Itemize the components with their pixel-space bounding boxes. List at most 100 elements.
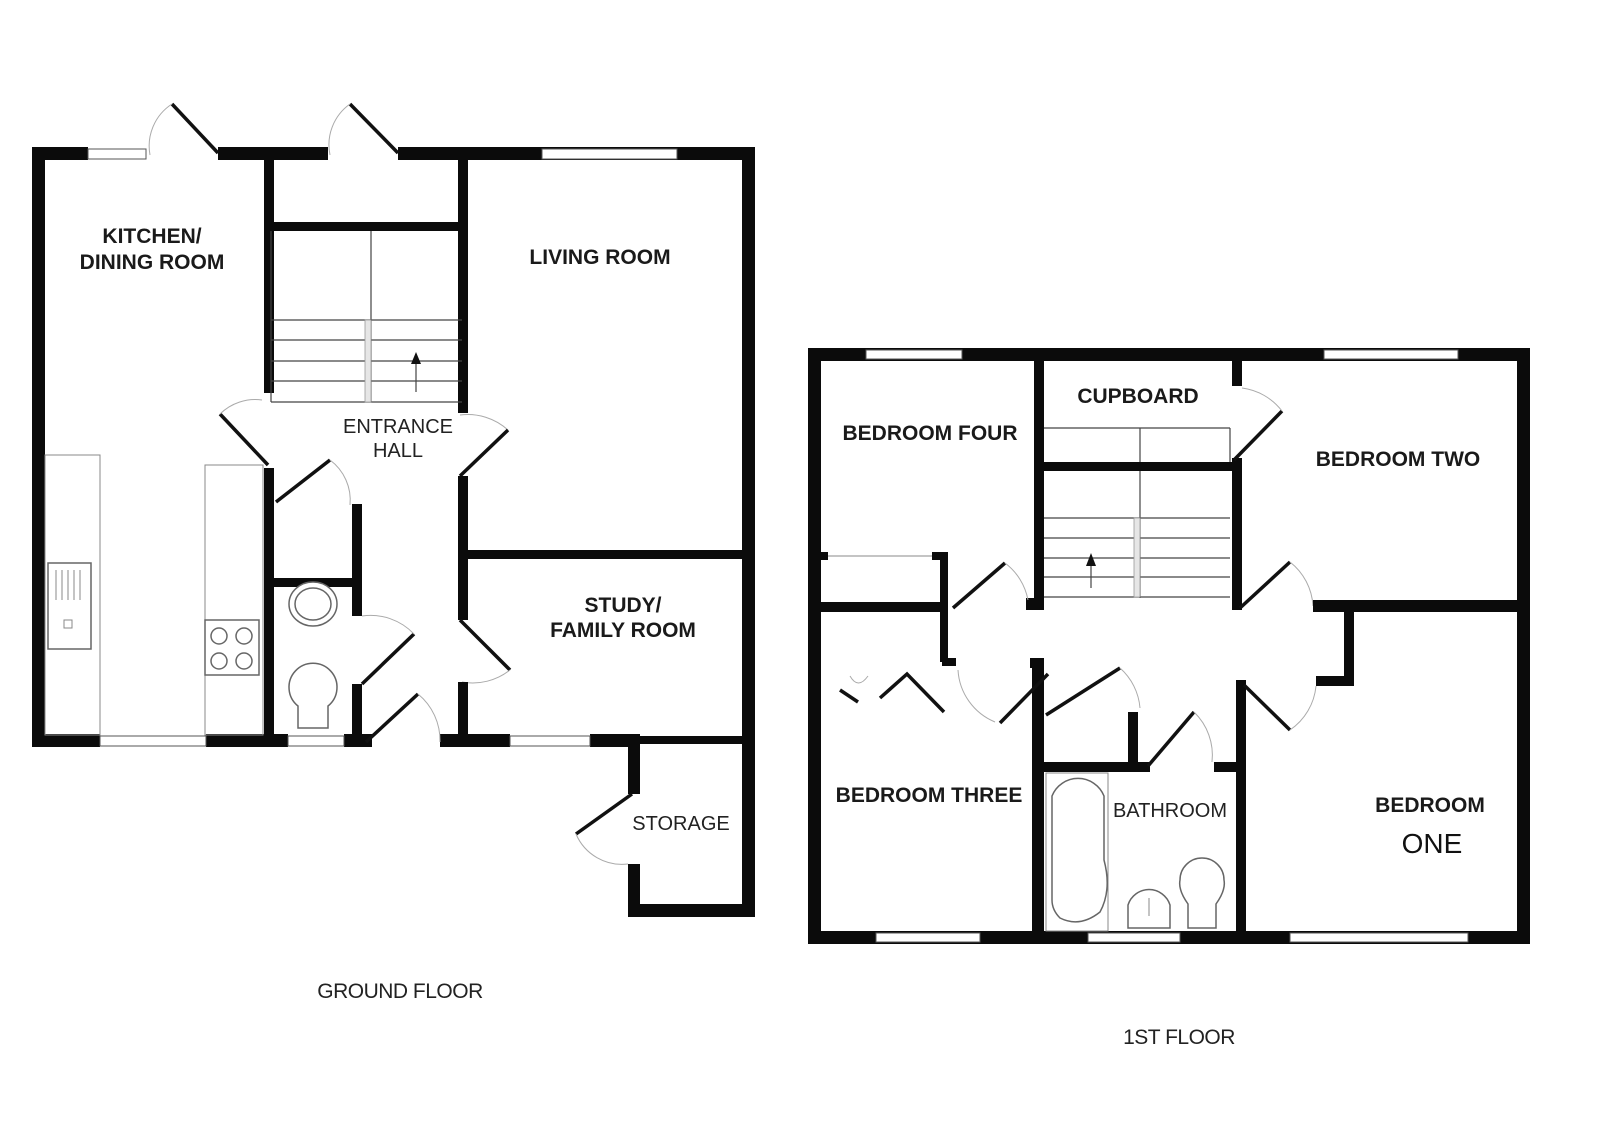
hob-ring-icon <box>235 627 253 645</box>
ff-window-bed4 <box>865 349 963 360</box>
ff-door-arc <box>1119 667 1141 709</box>
bathtub-icon <box>1051 777 1108 923</box>
gf-wall-stair-west <box>264 153 274 393</box>
ff-window-bed2 <box>1323 349 1459 360</box>
label-cupboard: CUPBOARD <box>1077 385 1198 408</box>
gf-door-arc <box>328 103 351 156</box>
label-entrance-hall: ENTRANCE <box>343 416 453 438</box>
gf-door-kitchen <box>218 412 270 467</box>
gf-door-arc <box>459 414 509 431</box>
ff-door-arc <box>1193 711 1213 763</box>
ff-wall-east <box>1517 348 1530 944</box>
ff-staircase <box>1044 471 1230 598</box>
ff-door-arc <box>957 669 996 723</box>
gf-door-study <box>458 618 512 672</box>
gf-wall-living-west <box>458 476 468 620</box>
gf-wall-south-d <box>440 734 510 747</box>
gf-door-understair <box>274 458 332 504</box>
gf-door-arc <box>461 669 511 684</box>
toilet-icon <box>288 662 338 729</box>
ff-wall-bed1-nw <box>1344 606 1354 686</box>
label-study: FAMILY ROOM <box>550 619 696 642</box>
gf-window-wc <box>287 735 345 747</box>
ff-door-arc <box>1004 562 1029 601</box>
sink-drainer-icon <box>55 570 81 629</box>
gf-wall-wc-east-b <box>352 684 362 742</box>
label-bathroom: BATHROOM <box>1113 800 1227 822</box>
gf-wall-north-a <box>32 147 88 160</box>
ff-door-arc <box>1289 561 1314 607</box>
gf-door-arc <box>361 614 415 635</box>
label-study: STUDY/ <box>584 594 661 617</box>
gf-wall-storage-west-b <box>628 864 640 914</box>
gf-window-study <box>509 735 591 747</box>
ff-door-bed2 <box>1238 560 1292 610</box>
hob-ring-icon <box>210 652 228 670</box>
gf-wall-porch <box>268 222 460 231</box>
ff-bifold-wardrobe-doors <box>839 671 946 714</box>
floor-title-ground: GROUND FLOOR <box>317 980 483 1003</box>
gf-door-arc <box>219 399 263 415</box>
label-bedroom-three: BEDROOM THREE <box>836 784 1023 807</box>
kitchen-counter-east <box>204 464 264 736</box>
gf-door-arc <box>148 103 173 156</box>
ff-wall-bed4-south <box>816 602 946 612</box>
label-bedroom-one: ONE <box>1402 828 1463 859</box>
kitchen-counter-west <box>44 454 101 736</box>
label-living-room: LIVING ROOM <box>529 246 670 269</box>
gf-wall-understair-east <box>352 504 362 584</box>
ff-wall-stair-east <box>1232 458 1242 610</box>
gf-door-arc <box>575 833 629 865</box>
ff-wall-bed3-east <box>1032 658 1044 936</box>
gf-door-wc <box>360 632 416 686</box>
gf-door-front <box>348 102 400 155</box>
label-entrance-hall: HALL <box>373 440 423 462</box>
gf-wall-study-west <box>458 682 468 742</box>
gf-wall-east <box>742 147 755 917</box>
gf-door-arc <box>417 693 441 743</box>
ff-wall-bed3-stub <box>942 658 956 666</box>
first-floor-plan: BEDROOM FOUR CUPBOARD BEDROOM TWO BEDROO… <box>808 348 1530 1049</box>
ff-door-arc <box>1289 685 1317 731</box>
ff-door-arc <box>1241 387 1283 412</box>
ff-door-bath <box>1146 710 1196 768</box>
bath-surround <box>1045 772 1109 932</box>
gf-door-kitchen-external <box>170 102 220 155</box>
gf-wall-living-study <box>462 550 748 559</box>
ff-wall-cupboard-east-a <box>1232 356 1242 386</box>
stair-arrow-icon <box>1086 553 1096 566</box>
stair-arrow-icon <box>411 352 421 364</box>
ff-wall-bed2-south <box>1313 600 1523 612</box>
gf-window-kitchen-north <box>87 148 147 160</box>
ff-window-bed1 <box>1289 932 1469 943</box>
gf-wall-wc-east-a <box>352 578 362 616</box>
gf-wall-south-e <box>590 734 640 747</box>
ff-door-bed4 <box>951 561 1007 610</box>
label-storage: STORAGE <box>632 813 729 835</box>
ff-wall-cupboard-south <box>1042 462 1232 471</box>
label-bedroom-one: BEDROOM <box>1375 794 1485 817</box>
ff-wall-bed4-east <box>1034 356 1044 610</box>
gf-door-storage <box>574 792 634 836</box>
gf-wall-kitchen-east <box>264 468 274 744</box>
ff-door-airing <box>1045 666 1121 717</box>
gf-door-arc <box>329 459 351 506</box>
gf-wall-west <box>32 147 45 747</box>
label-bedroom-two: BEDROOM TWO <box>1316 448 1480 471</box>
label-kitchen: DINING ROOM <box>80 251 225 274</box>
ff-wall-stub <box>1026 598 1044 610</box>
gf-wall-stair-east <box>458 153 468 413</box>
gf-door-hall-south <box>364 692 420 744</box>
ground-floor-plan: KITCHEN/ DINING ROOM LIVING ROOM ENTRANC… <box>32 102 755 1003</box>
ff-wall-bed1-stub <box>1316 676 1354 686</box>
ff-wall-bath-north-b <box>1214 762 1240 772</box>
toilet-icon <box>1178 857 1226 929</box>
gf-wall-south-a <box>32 734 100 747</box>
sink-icon <box>47 562 92 650</box>
gf-staircase <box>270 231 462 403</box>
gf-wall-storage-south <box>628 904 755 917</box>
ff-cupboard-shelves <box>1044 427 1231 462</box>
label-kitchen: KITCHEN/ <box>102 225 201 248</box>
label-bedroom-four: BEDROOM FOUR <box>843 422 1018 445</box>
